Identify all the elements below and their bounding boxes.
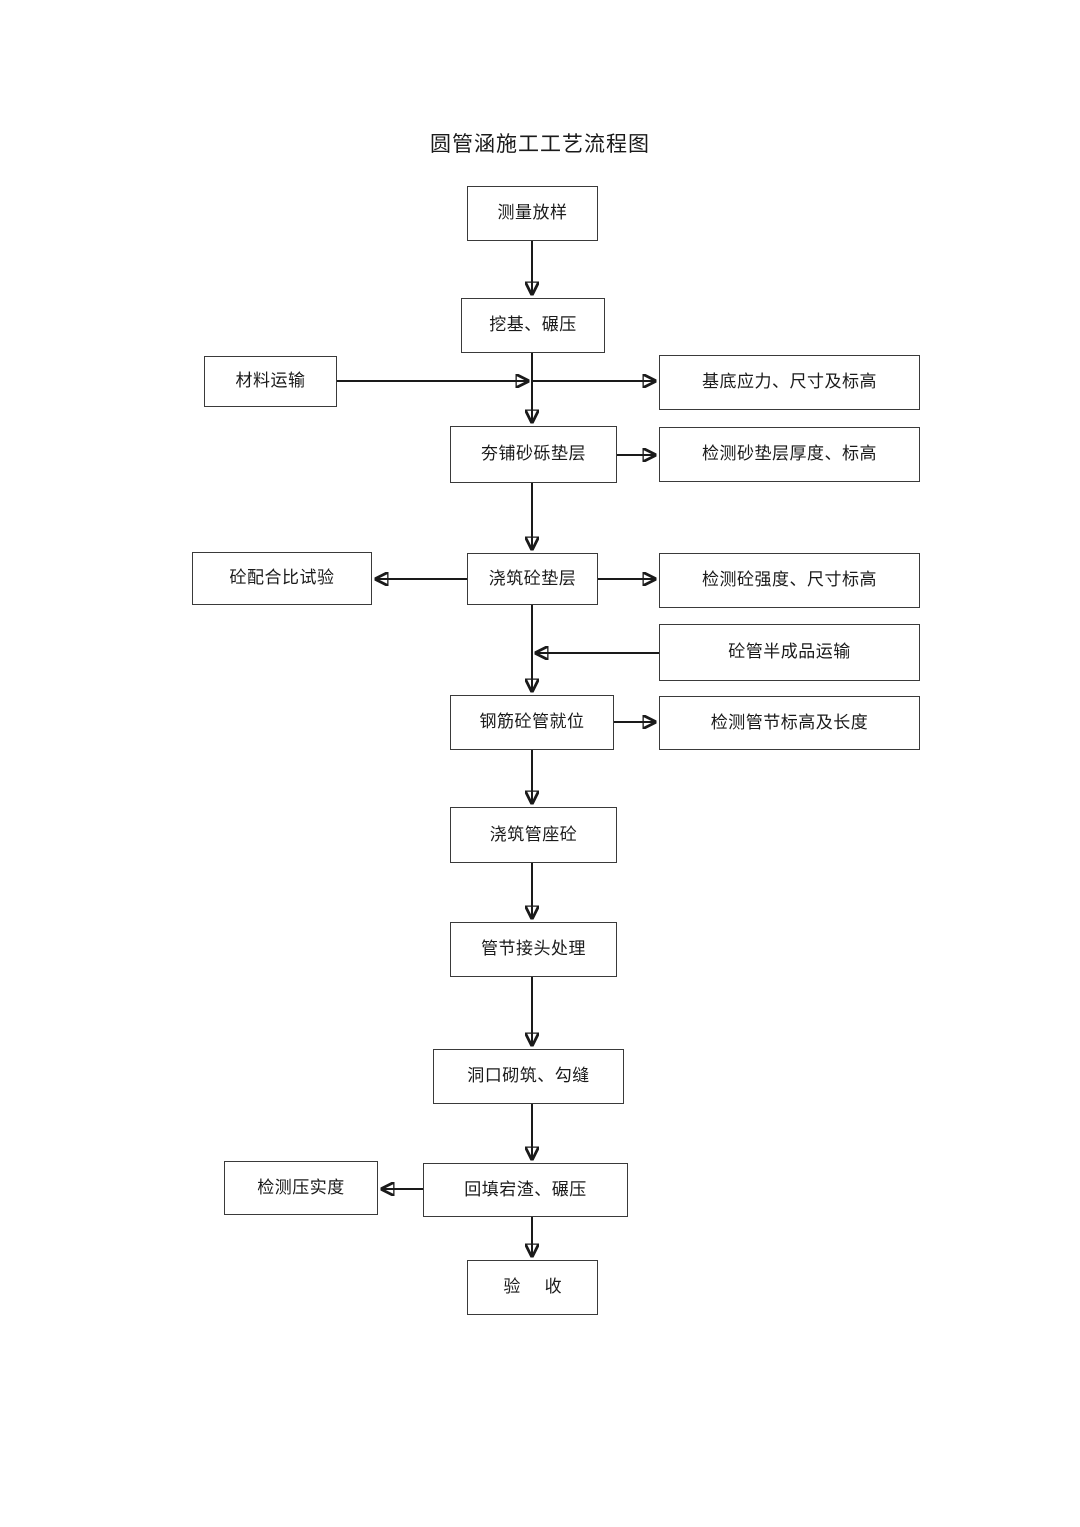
- node-sand-gravel-cushion[interactable]: 夯铺砂砾垫层: [450, 426, 617, 483]
- node-check-foundation-stress[interactable]: 基底应力、尺寸及标高: [659, 355, 920, 410]
- node-excavation-compaction[interactable]: 挖基、碾压: [461, 298, 605, 353]
- node-check-compaction-degree[interactable]: 检测压实度: [224, 1161, 378, 1215]
- node-backfill-compaction[interactable]: 回填宕渣、碾压: [423, 1163, 628, 1217]
- node-pour-pipe-base-concrete[interactable]: 浇筑管座砼: [450, 807, 617, 863]
- node-check-concrete-strength[interactable]: 检测砼强度、尺寸标高: [659, 553, 920, 608]
- page-title: 圆管涵施工工艺流程图: [430, 132, 650, 156]
- node-check-sand-cushion[interactable]: 检测砂垫层厚度、标高: [659, 427, 920, 482]
- node-acceptance[interactable]: 验 收: [467, 1260, 598, 1315]
- node-rc-pipe-placement[interactable]: 钢筋砼管就位: [450, 695, 614, 750]
- node-measurement-setout[interactable]: 测量放样: [467, 186, 598, 241]
- node-portal-masonry-pointing[interactable]: 洞口砌筑、勾缝: [433, 1049, 624, 1104]
- node-concrete-mix-test[interactable]: 砼配合比试验: [192, 552, 372, 605]
- node-pour-concrete-cushion[interactable]: 浇筑砼垫层: [467, 553, 598, 605]
- node-material-transport[interactable]: 材料运输: [204, 356, 337, 407]
- node-check-pipe-elevation-length[interactable]: 检测管节标高及长度: [659, 696, 920, 750]
- node-pipe-semifinished-transport[interactable]: 砼管半成品运输: [659, 624, 920, 681]
- node-pipe-joint-treatment[interactable]: 管节接头处理: [450, 922, 617, 977]
